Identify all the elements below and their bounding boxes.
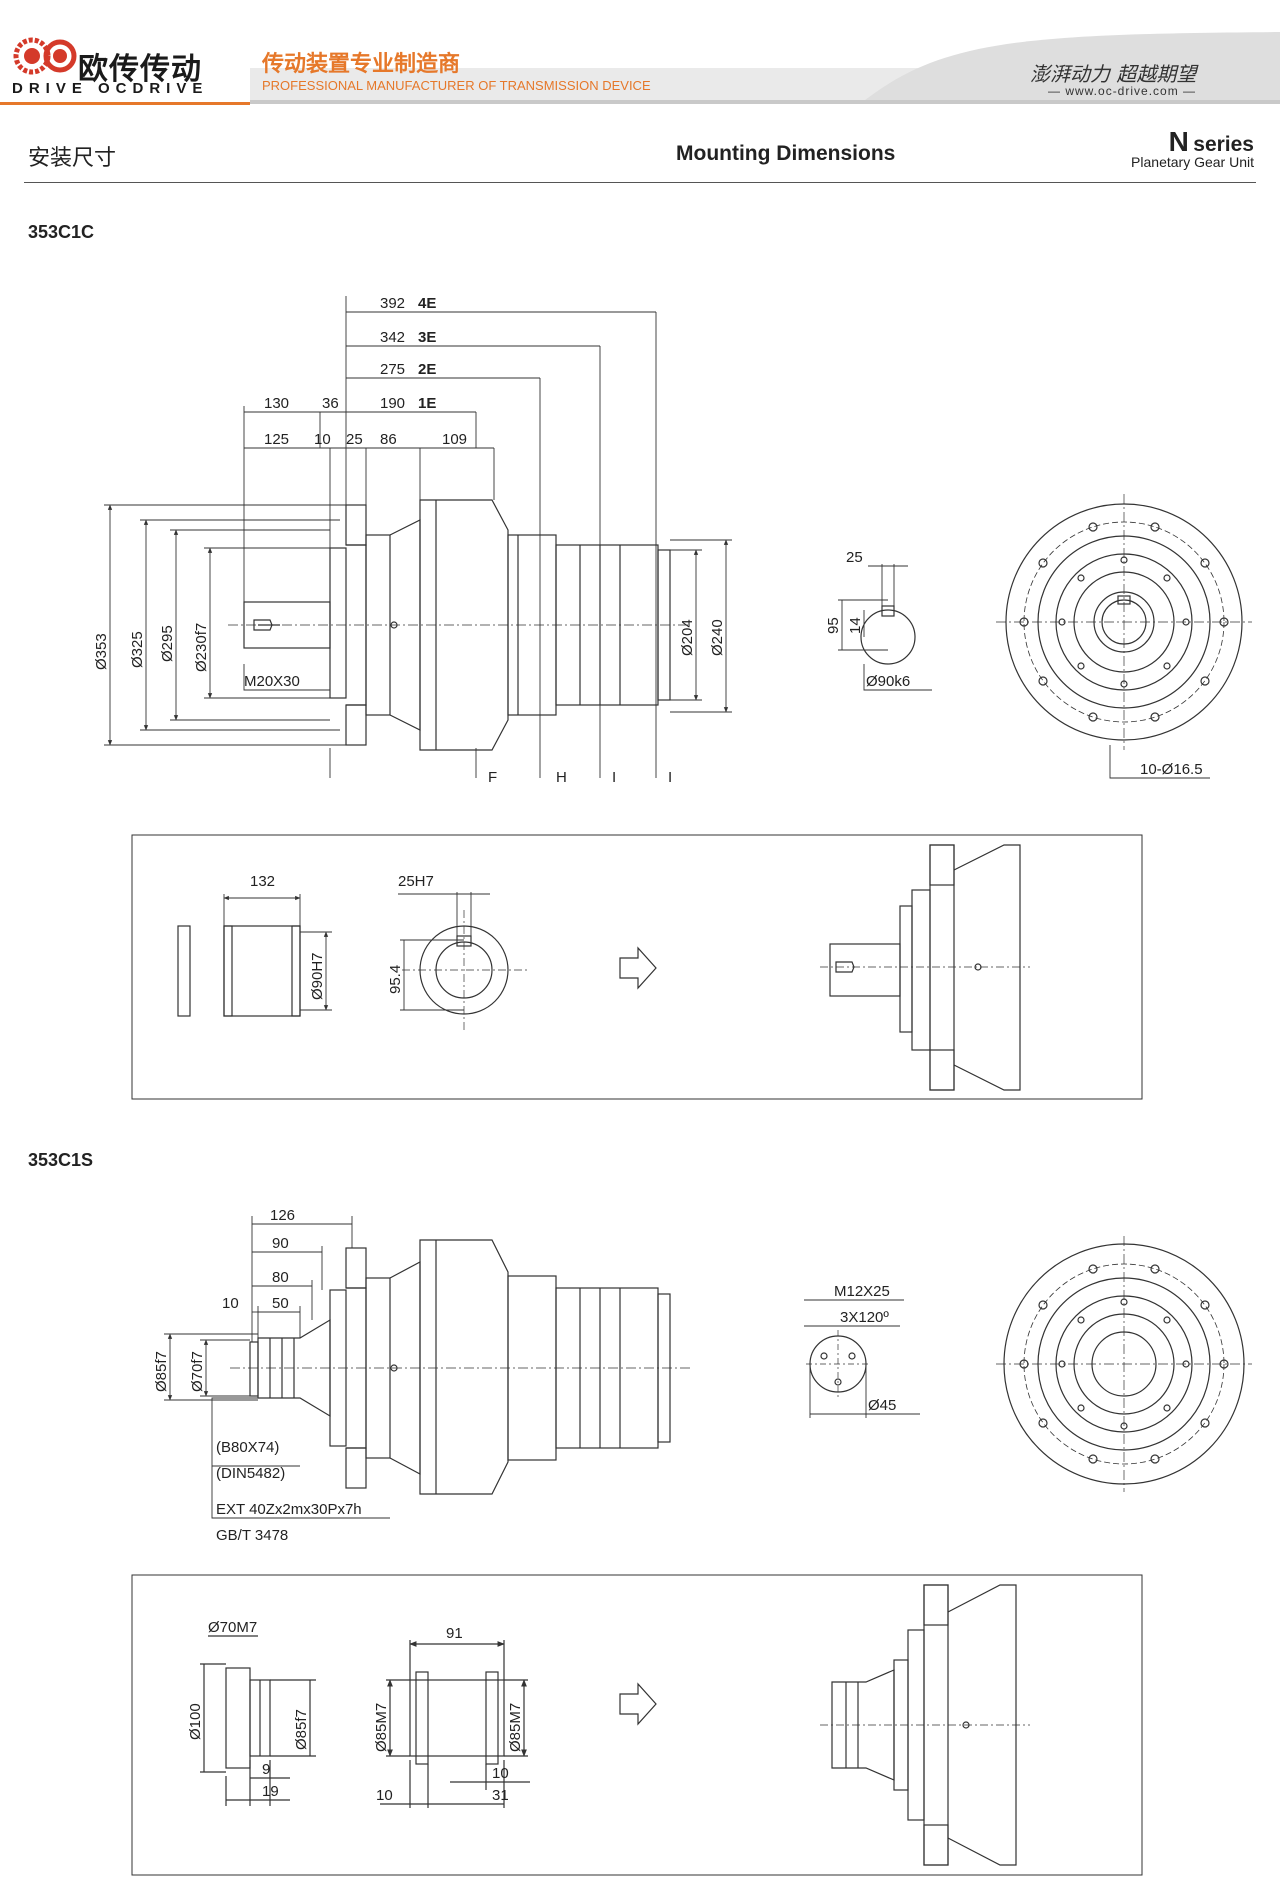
marker-i: I: [612, 769, 616, 786]
tagline-cn: 传动装置专业制造商: [262, 52, 461, 77]
dia-85f7: Ø85f7: [153, 1351, 170, 1392]
front-view-2: [996, 1236, 1252, 1492]
spline-din: (DIN5482): [216, 1465, 285, 1482]
dim-25: 25: [346, 431, 363, 448]
tap-angle: 3X120º: [840, 1309, 889, 1326]
model-label-353c1c: 353C1C: [28, 222, 95, 242]
website-url: www.oc-drive.com: [1065, 84, 1179, 98]
dim-392: 392: [380, 295, 405, 312]
dim-130: 130: [264, 395, 289, 412]
acc-bore: Ø90H7: [309, 952, 326, 1000]
dim-86: 86: [380, 431, 397, 448]
dim-109: 109: [442, 431, 467, 448]
acc-dia-100: Ø100: [187, 1703, 204, 1740]
dia-204: Ø204: [679, 619, 696, 656]
acc-dia-85f7: Ø85f7: [293, 1709, 310, 1750]
accent-line: [0, 102, 250, 105]
output-end-face: [804, 1299, 920, 1418]
page-title-en: Mounting Dimensions: [676, 142, 896, 165]
gearbox-side-view-2: [249, 1239, 671, 1495]
marker-i-2: I: [668, 769, 672, 786]
stage-2e: 2E: [418, 361, 436, 378]
acc-10-left: 10: [376, 1787, 393, 1804]
acc-key-height: 95.4: [387, 965, 404, 994]
dimension-lines-2: [164, 1216, 390, 1519]
key-depth: 14: [847, 617, 864, 634]
logo-text-cn: 欧传传动: [78, 52, 202, 87]
key-width: 25: [846, 549, 863, 566]
dim-190: 190: [380, 395, 405, 412]
acc-bore-85-right: Ø85M7: [507, 1703, 524, 1752]
spline-b: (B80X74): [216, 1439, 279, 1456]
accessory-box-2: [131, 1574, 1143, 1876]
slogan: 澎湃动力 超越期望: [1030, 62, 1197, 86]
title-divider: [24, 182, 1256, 183]
dim-90: 90: [272, 1235, 289, 1252]
series-word: series: [1193, 133, 1254, 156]
dia-353: Ø353: [93, 633, 110, 670]
marker-h: H: [556, 769, 567, 786]
spline-ext: EXT 40Zx2mx30Px7h: [216, 1501, 362, 1518]
dim-50: 50: [272, 1295, 289, 1312]
accessory-items-1: [177, 844, 1030, 1091]
series-letter: N: [1168, 126, 1189, 157]
acc-bore-85-left: Ø85M7: [373, 1703, 390, 1752]
spline-gb: GB/T 3478: [216, 1527, 288, 1544]
dim-125: 125: [264, 431, 289, 448]
tagline-en: PROFESSIONAL MANUFACTURER OF TRANSMISSIO…: [262, 78, 651, 93]
dim-126: 126: [270, 1207, 295, 1224]
tap-size: M12X25: [834, 1283, 890, 1300]
acc-bore-70: Ø70M7: [208, 1619, 257, 1636]
stage-3e: 3E: [418, 329, 436, 346]
accessory-items-2: [200, 1584, 1030, 1866]
dim-342: 342: [380, 329, 405, 346]
series-label: N series Planetary Gear Unit: [1131, 126, 1254, 170]
thread-label: M20X30: [244, 673, 300, 690]
dia-70f7: Ø70f7: [189, 1351, 206, 1392]
page-title-cn: 安装尺寸: [28, 146, 117, 171]
model-label-353c1s: 353C1S: [28, 1150, 94, 1170]
stage-1e: 1E: [418, 395, 436, 412]
dia-240: Ø240: [709, 619, 726, 656]
acc-19: 19: [262, 1783, 279, 1800]
acc-31: 31: [492, 1787, 509, 1804]
dim-36: 36: [322, 395, 339, 412]
page-header: 欧传传动 DRIVE OCDRIVE 传动装置专业制造商 PROFESSIONA…: [0, 0, 1280, 112]
front-view-1: [996, 494, 1252, 779]
dimension-labels-1: 392 4E 342 3E 275 2E 190 1E 130 36 125 1…: [93, 295, 1203, 1000]
dim-10: 10: [314, 431, 331, 448]
dimension-labels-2: 126 90 80 10 50 Ø85f7 Ø70f7 (B80X74) (DI…: [153, 1207, 896, 1804]
accessory-box-1: [131, 834, 1143, 1100]
acc-10-right: 10: [492, 1765, 509, 1782]
gearbox-side-view-1: [243, 499, 671, 751]
series-subtitle: Planetary Gear Unit: [1131, 154, 1254, 170]
stage-4e: 4E: [418, 295, 436, 312]
dia-325: Ø325: [129, 631, 146, 668]
acc-key: 25H7: [398, 873, 434, 890]
dim-80: 80: [272, 1269, 289, 1286]
marker-f: F: [488, 769, 497, 786]
dim-10: 10: [222, 1295, 239, 1312]
brand-logo-icon: [12, 34, 78, 85]
key-height: 95: [825, 617, 842, 634]
bolt-holes: 10-Ø16.5: [1140, 761, 1203, 778]
acc-9: 9: [262, 1761, 270, 1778]
dia-295: Ø295: [159, 625, 176, 662]
header-background: [250, 32, 1280, 104]
dim-275: 275: [380, 361, 405, 378]
acc-length: 132: [250, 873, 275, 890]
tap-circle: Ø45: [868, 1397, 896, 1414]
shaft-key-section: [838, 564, 932, 691]
shaft-diameter: Ø90k6: [866, 673, 910, 690]
dimension-lines-1: [104, 296, 732, 778]
dia-230f7: Ø230f7: [193, 623, 210, 672]
website-text: — www.oc-drive.com —: [1048, 84, 1197, 98]
acc-91: 91: [446, 1625, 463, 1642]
logo-text-en: DRIVE OCDRIVE: [12, 80, 209, 97]
